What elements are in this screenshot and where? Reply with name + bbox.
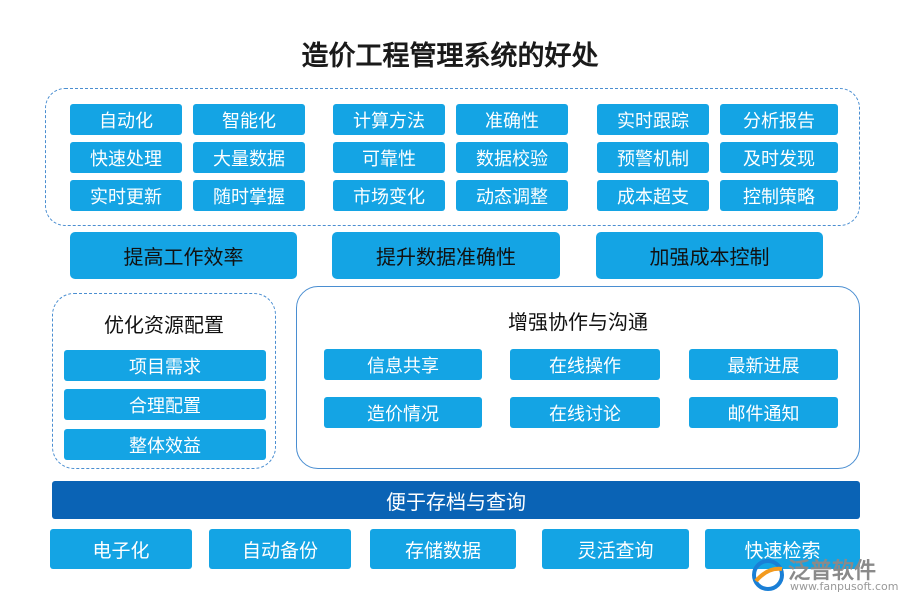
- feature-pill: 数据校验: [456, 142, 568, 173]
- feature-pill: 大量数据: [193, 142, 305, 173]
- collab-item: 信息共享: [324, 349, 482, 380]
- feature-pill: 自动化: [70, 104, 182, 135]
- feature-pill: 可靠性: [333, 142, 445, 173]
- resource-item: 项目需求: [64, 350, 266, 381]
- archive-heading-bar: 便于存档与查询: [52, 481, 860, 519]
- feature-pill: 快速处理: [70, 142, 182, 173]
- brand-url: www.fanpusoft.com: [790, 580, 899, 593]
- benefit-efficiency: 提高工作效率: [70, 232, 297, 279]
- collab-item: 造价情况: [324, 397, 482, 428]
- feature-pill: 准确性: [456, 104, 568, 135]
- collab-heading: 增强协作与沟通: [508, 310, 648, 334]
- archive-item: 存储数据: [370, 529, 516, 569]
- feature-pill: 控制策略: [720, 180, 838, 211]
- feature-pill: 及时发现: [720, 142, 838, 173]
- feature-pill: 计算方法: [333, 104, 445, 135]
- archive-item: 灵活查询: [542, 529, 689, 569]
- collab-item: 在线操作: [510, 349, 660, 380]
- resource-heading: 优化资源配置: [104, 313, 224, 337]
- feature-pill: 动态调整: [456, 180, 568, 211]
- feature-pill: 预警机制: [597, 142, 709, 173]
- resource-item: 合理配置: [64, 389, 266, 420]
- collab-item: 邮件通知: [689, 397, 838, 428]
- feature-pill: 实时更新: [70, 180, 182, 211]
- collab-item: 最新进展: [689, 349, 838, 380]
- brand-mark-icon: [752, 559, 784, 591]
- archive-item: 电子化: [50, 529, 192, 569]
- benefit-accuracy: 提升数据准确性: [332, 232, 560, 279]
- feature-pill: 实时跟踪: [597, 104, 709, 135]
- resource-item: 整体效益: [64, 429, 266, 460]
- feature-pill: 市场变化: [333, 180, 445, 211]
- benefit-cost-control: 加强成本控制: [596, 232, 823, 279]
- archive-item: 快速检索: [705, 529, 860, 569]
- feature-pill: 随时掌握: [193, 180, 305, 211]
- feature-pill: 智能化: [193, 104, 305, 135]
- feature-pill: 分析报告: [720, 104, 838, 135]
- brand-logo: 泛普软件 www.fanpusoft.com: [750, 553, 898, 598]
- feature-pill: 成本超支: [597, 180, 709, 211]
- archive-item: 自动备份: [209, 529, 351, 569]
- collab-item: 在线讨论: [510, 397, 660, 428]
- page-title: 造价工程管理系统的好处: [301, 41, 599, 72]
- brand-name: 泛普软件: [788, 559, 877, 584]
